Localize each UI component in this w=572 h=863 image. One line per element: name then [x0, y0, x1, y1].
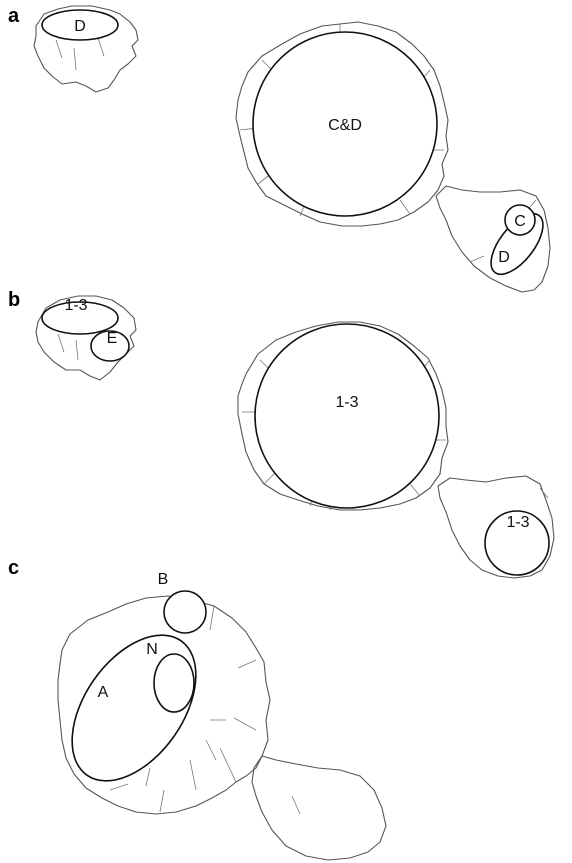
panel-c-tail-outline	[252, 756, 386, 860]
panel-c-circle-b	[164, 591, 206, 633]
panel-c-label-a: A	[98, 684, 109, 701]
panel-b: b 1-3 E 1-3 1-3	[8, 289, 554, 578]
panel-b-label-1-3-small: 1-3	[64, 297, 87, 314]
panel-b-label-1-3-bottom: 1-3	[506, 514, 529, 531]
panel-a-label-c: C	[514, 213, 526, 230]
panel-a-label-c-and-d: C&D	[328, 117, 362, 134]
panel-c-label: c	[8, 557, 19, 579]
panel-c-ellipse-a	[47, 613, 221, 804]
panel-c-ellipse-n	[154, 654, 194, 712]
panel-b-label: b	[8, 289, 20, 311]
panel-c: c A B N	[8, 557, 386, 860]
panel-b-circle-1-3	[255, 324, 439, 508]
panel-a-label: a	[8, 5, 20, 27]
panel-a-label-d-small: D	[74, 18, 86, 35]
panel-a-label-d: D	[498, 249, 510, 266]
panel-a: a D C&D C D	[8, 5, 553, 292]
panel-c-label-b: B	[158, 571, 169, 588]
panel-c-label-n: N	[146, 641, 158, 658]
panel-b-label-1-3: 1-3	[335, 394, 358, 411]
panel-b-label-e: E	[107, 330, 118, 347]
